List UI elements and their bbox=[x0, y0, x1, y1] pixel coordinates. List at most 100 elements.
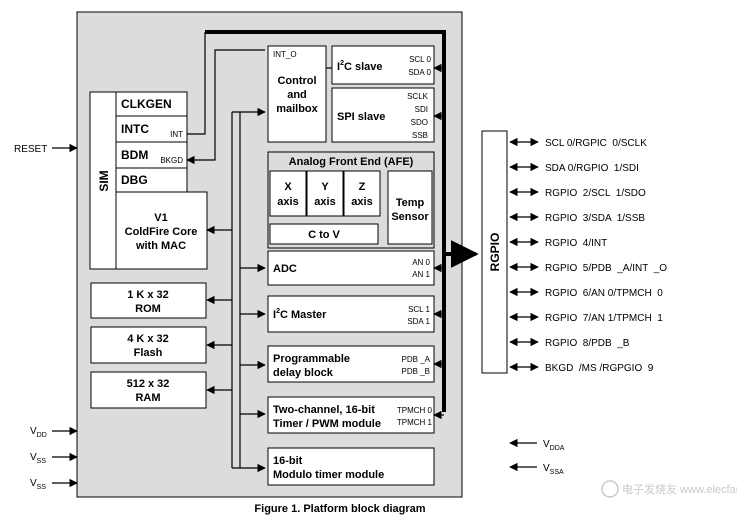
svg-text:axis: axis bbox=[277, 196, 298, 208]
svg-text:PDB _A: PDB _A bbox=[402, 355, 431, 364]
rgpio-signal-label: RGPIO 4/INT bbox=[545, 238, 607, 249]
reset-signal: RESET bbox=[14, 143, 78, 155]
rgpio-signal-label: BKGD /MS /RGPGIO 9 bbox=[545, 363, 654, 374]
svg-text:SPI slave: SPI slave bbox=[337, 111, 385, 123]
rgpio-signal-label: RGPIO 2/SCL 1/SDO bbox=[545, 188, 646, 199]
svg-text:VDD: VDD bbox=[30, 426, 47, 439]
svg-text:axis: axis bbox=[314, 196, 335, 208]
rgpio-signal: SCL 0/RGPIC 0/SCLK bbox=[509, 137, 647, 149]
rgpio-signal-label: RGPIO 8/PDB _B bbox=[545, 338, 630, 349]
rom-block: 1 K x 32 ROM bbox=[90, 282, 207, 319]
int-bkgd-lines bbox=[186, 32, 265, 165]
svg-text:ColdFire Core: ColdFire Core bbox=[125, 226, 198, 238]
svg-text:Sensor: Sensor bbox=[391, 211, 429, 223]
svg-text:X: X bbox=[284, 181, 292, 193]
rgpio-signal: RGPIO 6/AN 0/TPMCH 0 bbox=[509, 287, 663, 299]
rgpio-signal-label: RGPIO 6/AN 0/TPMCH 0 bbox=[545, 288, 663, 299]
rgpio-signal: RGPIO 7/AN 1/TPMCH 1 bbox=[509, 312, 663, 324]
svg-text:VDDA: VDDA bbox=[543, 439, 565, 452]
watermark: 电子发烧友 www.elecfans.com bbox=[601, 480, 737, 498]
rgpio-signal-label: RGPIO 3/SDA 1/SSB bbox=[545, 213, 645, 224]
rgpio-signal-label: SCL 0/RGPIC 0/SCLK bbox=[545, 138, 647, 149]
rgpio-signal: RGPIO 8/PDB _B bbox=[509, 337, 630, 349]
vss1-signal: VSS bbox=[30, 452, 78, 465]
svg-text:VSS: VSS bbox=[30, 478, 46, 491]
svg-text:AN 0: AN 0 bbox=[412, 258, 430, 267]
svg-text:4 K x 32: 4 K x 32 bbox=[127, 333, 169, 345]
vdd-signal: VDD bbox=[30, 426, 78, 439]
svg-text:delay block: delay block bbox=[273, 367, 334, 379]
ram-block: 512 x 32 RAM bbox=[90, 371, 207, 409]
dbg-box bbox=[115, 167, 188, 193]
svg-text:mailbox: mailbox bbox=[276, 103, 318, 115]
i2c-slave: I2C slave SCL 0 SDA 0 bbox=[331, 45, 435, 85]
afe-x-axis bbox=[269, 170, 307, 217]
sim-block: SIM CLKGEN INTC INT BDM BKGD DBG bbox=[89, 91, 188, 270]
svg-text:V1: V1 bbox=[154, 212, 167, 224]
afe-c-to-v bbox=[269, 223, 379, 245]
control-mailbox: INT_O Control and mailbox bbox=[267, 45, 327, 143]
rgpio-signal: SDA 0/RGPIO 1/SDI bbox=[509, 162, 639, 174]
rgpio-signal-label: SDA 0/RGPIO 1/SDI bbox=[545, 163, 639, 174]
vss2-signal: VSS bbox=[30, 478, 78, 491]
svg-text:and: and bbox=[287, 89, 307, 101]
memory-bus bbox=[206, 295, 232, 395]
figure-caption: Figure 1. Platform block diagram bbox=[254, 503, 425, 515]
coldfire-core: V1 ColdFire Core with MAC bbox=[115, 191, 208, 270]
afe-block: Analog Front End (AFE) X axis Y axis Z a… bbox=[267, 151, 435, 249]
rgpio-signal: BKGD /MS /RGPGIO 9 bbox=[509, 362, 654, 374]
svg-text:VSS: VSS bbox=[30, 452, 46, 465]
intc-label: INTC bbox=[121, 122, 149, 136]
svg-text:512 x 32: 512 x 32 bbox=[127, 378, 170, 390]
rgpio-block: RGPIO bbox=[481, 130, 508, 374]
svg-text:Flash: Flash bbox=[134, 347, 163, 359]
svg-text:TPMCH 0: TPMCH 0 bbox=[397, 406, 433, 415]
svg-text:RGPIO: RGPIO bbox=[488, 233, 502, 272]
bdm-port: BKGD bbox=[160, 156, 183, 165]
svg-text:1 K x 32: 1 K x 32 bbox=[127, 289, 169, 301]
svg-text:Two-channel, 16-bit: Two-channel, 16-bit bbox=[273, 404, 375, 416]
i2c-master: I2C Master SCL 1 SDA 1 bbox=[267, 295, 435, 333]
peripheral-bus bbox=[206, 107, 266, 473]
intc-box bbox=[115, 115, 188, 143]
rgpio-signal-label: RGPIO 5/PDB _A/INT _O bbox=[545, 263, 667, 274]
svg-text:SCL 0: SCL 0 bbox=[409, 55, 431, 64]
svg-text:with MAC: with MAC bbox=[135, 240, 186, 252]
svg-text:Programmable: Programmable bbox=[273, 353, 350, 365]
svg-text:16-bit: 16-bit bbox=[273, 455, 303, 467]
sim-label: SIM bbox=[97, 170, 111, 191]
svg-text:Temp: Temp bbox=[396, 197, 425, 209]
svg-text:RESET: RESET bbox=[14, 144, 47, 155]
svg-text:SSB: SSB bbox=[412, 131, 428, 140]
svg-text:I2C Master: I2C Master bbox=[273, 308, 327, 321]
svg-text:Analog Front End (AFE): Analog Front End (AFE) bbox=[289, 156, 414, 168]
rgpio-signal: RGPIO 4/INT bbox=[509, 237, 607, 249]
afe-temp-sensor bbox=[387, 170, 433, 245]
vdda-signal: VDDA bbox=[509, 438, 565, 452]
svg-text:C to V: C to V bbox=[308, 229, 340, 241]
svg-text:INT_O: INT_O bbox=[273, 50, 297, 59]
svg-text:电子发烧友 www.elecfans.com: 电子发烧友 www.elecfans.com bbox=[622, 482, 737, 496]
svg-text:Z: Z bbox=[359, 181, 366, 193]
intc-port: INT bbox=[170, 130, 183, 139]
rgpio-signal: RGPIO 5/PDB _A/INT _O bbox=[509, 262, 667, 274]
svg-text:TPMCH 1: TPMCH 1 bbox=[397, 418, 433, 427]
timer-pwm-block: Two-channel, 16-bit Timer / PWM module T… bbox=[267, 396, 435, 434]
adc-block: ADC AN 0 AN 1 bbox=[267, 250, 435, 286]
bdm-label: BDM bbox=[121, 148, 148, 162]
svg-text:I2C slave: I2C slave bbox=[337, 60, 383, 73]
svg-text:Control: Control bbox=[277, 75, 316, 87]
rgpio-signal: RGPIO 3/SDA 1/SSB bbox=[509, 212, 645, 224]
clkgen-label: CLKGEN bbox=[121, 97, 172, 111]
svg-text:SCLK: SCLK bbox=[407, 92, 429, 101]
vssa-signal: VSSA bbox=[509, 462, 564, 476]
svg-text:SCL 1: SCL 1 bbox=[408, 305, 430, 314]
peripheral-bus-arrows bbox=[433, 63, 444, 420]
svg-text:RAM: RAM bbox=[135, 392, 160, 404]
svg-text:SDA 1: SDA 1 bbox=[407, 317, 430, 326]
svg-text:VSSA: VSSA bbox=[543, 463, 564, 476]
svg-text:axis: axis bbox=[351, 196, 372, 208]
afe-z-axis bbox=[343, 170, 381, 217]
svg-text:SDA 0: SDA 0 bbox=[408, 68, 431, 77]
